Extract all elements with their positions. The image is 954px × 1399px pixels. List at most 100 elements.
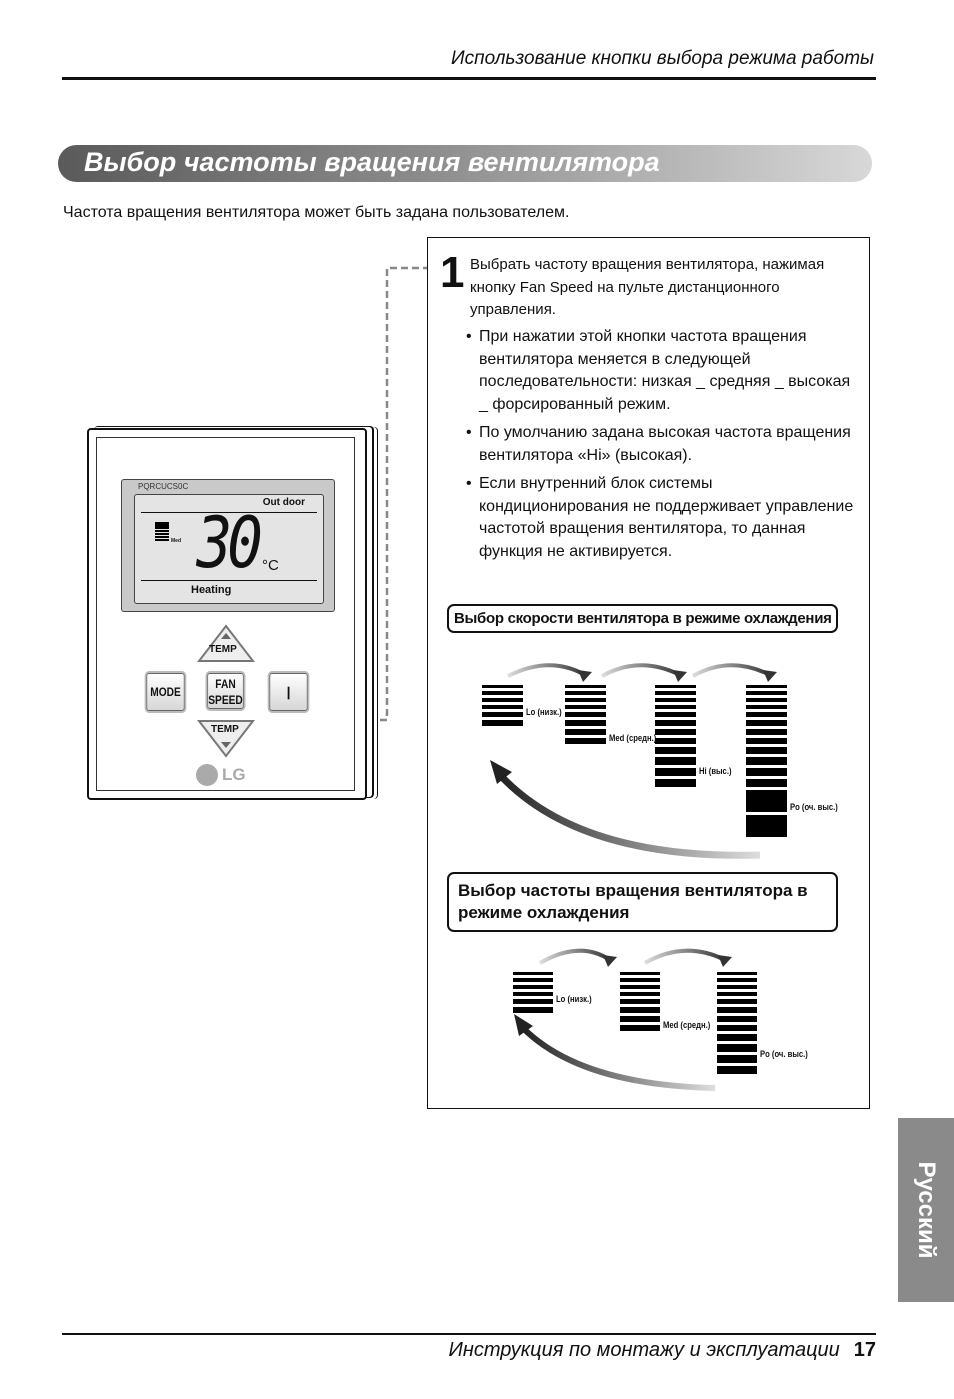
fan-bar xyxy=(620,984,660,989)
fan-level-bars xyxy=(513,972,553,1016)
fan-bar xyxy=(655,720,696,726)
power-icon: ⏽ xyxy=(282,683,295,703)
fan-bar xyxy=(717,1007,757,1013)
fan-level-bars xyxy=(565,685,606,747)
fan-bar xyxy=(717,1065,757,1074)
page-number: 17 xyxy=(853,1339,876,1361)
language-tab[interactable]: Русский xyxy=(898,1118,954,1302)
fan-level-label: Hi (выс.) xyxy=(699,766,732,776)
fan-bar xyxy=(655,697,696,702)
fan-bar xyxy=(513,978,553,982)
fan-bar xyxy=(746,685,787,688)
remote-controller: PQRCUCS0C Out door Med 30 °C Heating TEM… xyxy=(87,428,367,800)
fan-bar xyxy=(717,1044,757,1052)
fan-bar xyxy=(620,1024,660,1031)
fan-bar xyxy=(513,999,553,1004)
fan-bar xyxy=(746,747,787,754)
fan-speed-button[interactable]: FAN SPEED xyxy=(207,673,244,709)
fan-level-label: Med (средн.) xyxy=(663,1020,711,1030)
speed-label: SPEED xyxy=(208,693,243,707)
footer: Инструкция по монтажу и эксплуатации 17 xyxy=(449,1339,876,1362)
fan-bar xyxy=(655,704,696,709)
fan-bar xyxy=(513,1007,553,1013)
fan-level-label: Lo (низк.) xyxy=(556,993,592,1004)
bullet-item: Если внутренний блок системы кондиционир… xyxy=(466,473,861,563)
fan-bar xyxy=(655,767,696,776)
fan-bar xyxy=(482,704,523,709)
lg-logo-icon xyxy=(196,764,218,786)
fan-bar xyxy=(620,972,660,975)
footer-text: Инструкция по монтажу и эксплуатации xyxy=(448,1339,840,1361)
fan-bar xyxy=(565,737,606,744)
temp-down-button[interactable] xyxy=(196,718,256,760)
lcd-display: Out door Med 30 °C Heating xyxy=(134,494,324,604)
fan-level-label: Med (средн.) xyxy=(609,733,657,743)
power-button[interactable]: ⏽ xyxy=(269,673,308,711)
fan-bar xyxy=(746,691,787,695)
outdoor-label: Out door xyxy=(262,497,305,508)
fan-bar xyxy=(746,737,787,744)
fan-bar xyxy=(746,704,787,709)
fan-bar xyxy=(655,712,696,717)
fan-bar xyxy=(482,697,523,702)
fan-level-label: Lo (низк.) xyxy=(526,706,562,717)
fan-bar xyxy=(717,984,757,989)
intro-text: Частота вращения вентилятора может быть … xyxy=(63,204,570,221)
mode-status: Heating xyxy=(191,584,232,596)
fan-bar xyxy=(565,728,606,735)
fan-bar xyxy=(655,685,696,688)
running-header: Использование кнопки выбора режима работ… xyxy=(451,48,874,69)
fan-bar xyxy=(746,767,787,776)
model-label: PQRCUCS0C xyxy=(138,482,189,491)
fan-bar xyxy=(482,685,523,688)
fan-bar xyxy=(746,815,787,837)
temp-up-label: TEMP xyxy=(209,644,237,655)
fan-level-label: Po (оч. выс.) xyxy=(760,1049,808,1059)
fan-level-icon xyxy=(155,522,169,541)
fan-bar xyxy=(655,757,696,765)
temp-down-label: TEMP xyxy=(211,724,239,735)
fan-bar xyxy=(655,737,696,744)
fan-bar xyxy=(620,999,660,1004)
temperature-readout: 30 xyxy=(196,502,263,584)
fan-level-label: Med xyxy=(171,538,181,544)
fan-bar xyxy=(565,720,606,726)
fan-bar xyxy=(655,747,696,754)
footer-rule xyxy=(62,1333,876,1335)
display-frame: PQRCUCS0C Out door Med 30 °C Heating xyxy=(121,479,335,612)
fan-bar xyxy=(513,972,553,975)
instruction-box xyxy=(427,237,870,1109)
language-tab-label: Русский xyxy=(913,1161,940,1259)
fan-bar xyxy=(746,757,787,765)
mode-button[interactable]: MODE xyxy=(146,673,185,711)
fan-bar xyxy=(565,685,606,688)
fan-level-label: Po (оч. выс.) xyxy=(790,802,838,812)
fan-bar xyxy=(482,720,523,726)
fan-bar xyxy=(565,691,606,695)
fan-bar xyxy=(482,712,523,717)
diagram1-title: Выбор скорости вентилятора в режиме охла… xyxy=(447,604,838,633)
fan-bar xyxy=(717,972,757,975)
fan-bar xyxy=(513,991,553,996)
fan-bar xyxy=(746,778,787,787)
fan-level-bars xyxy=(482,685,523,729)
fan-bar xyxy=(482,691,523,695)
bullet-item: При нажатии этой кнопки частота вращения… xyxy=(466,326,861,416)
fan-bar xyxy=(655,728,696,735)
fan-label: FAN xyxy=(215,677,236,691)
section-title: Выбор частоты вращения вентилятора xyxy=(84,147,660,177)
fan-bar xyxy=(513,984,553,989)
fan-bar xyxy=(717,1024,757,1031)
brand-logo: LG xyxy=(222,765,246,784)
fan-bar xyxy=(717,1015,757,1022)
fan-level-bars xyxy=(746,685,787,840)
fan-level-bars xyxy=(655,685,696,790)
section-title-bar: Выбор частоты вращения вентилятора xyxy=(58,145,872,182)
temperature-unit: °C xyxy=(262,557,279,574)
temp-up-button[interactable] xyxy=(196,623,256,665)
fan-bar xyxy=(620,991,660,996)
step-number: 1 xyxy=(440,248,465,297)
fan-bar xyxy=(746,720,787,726)
